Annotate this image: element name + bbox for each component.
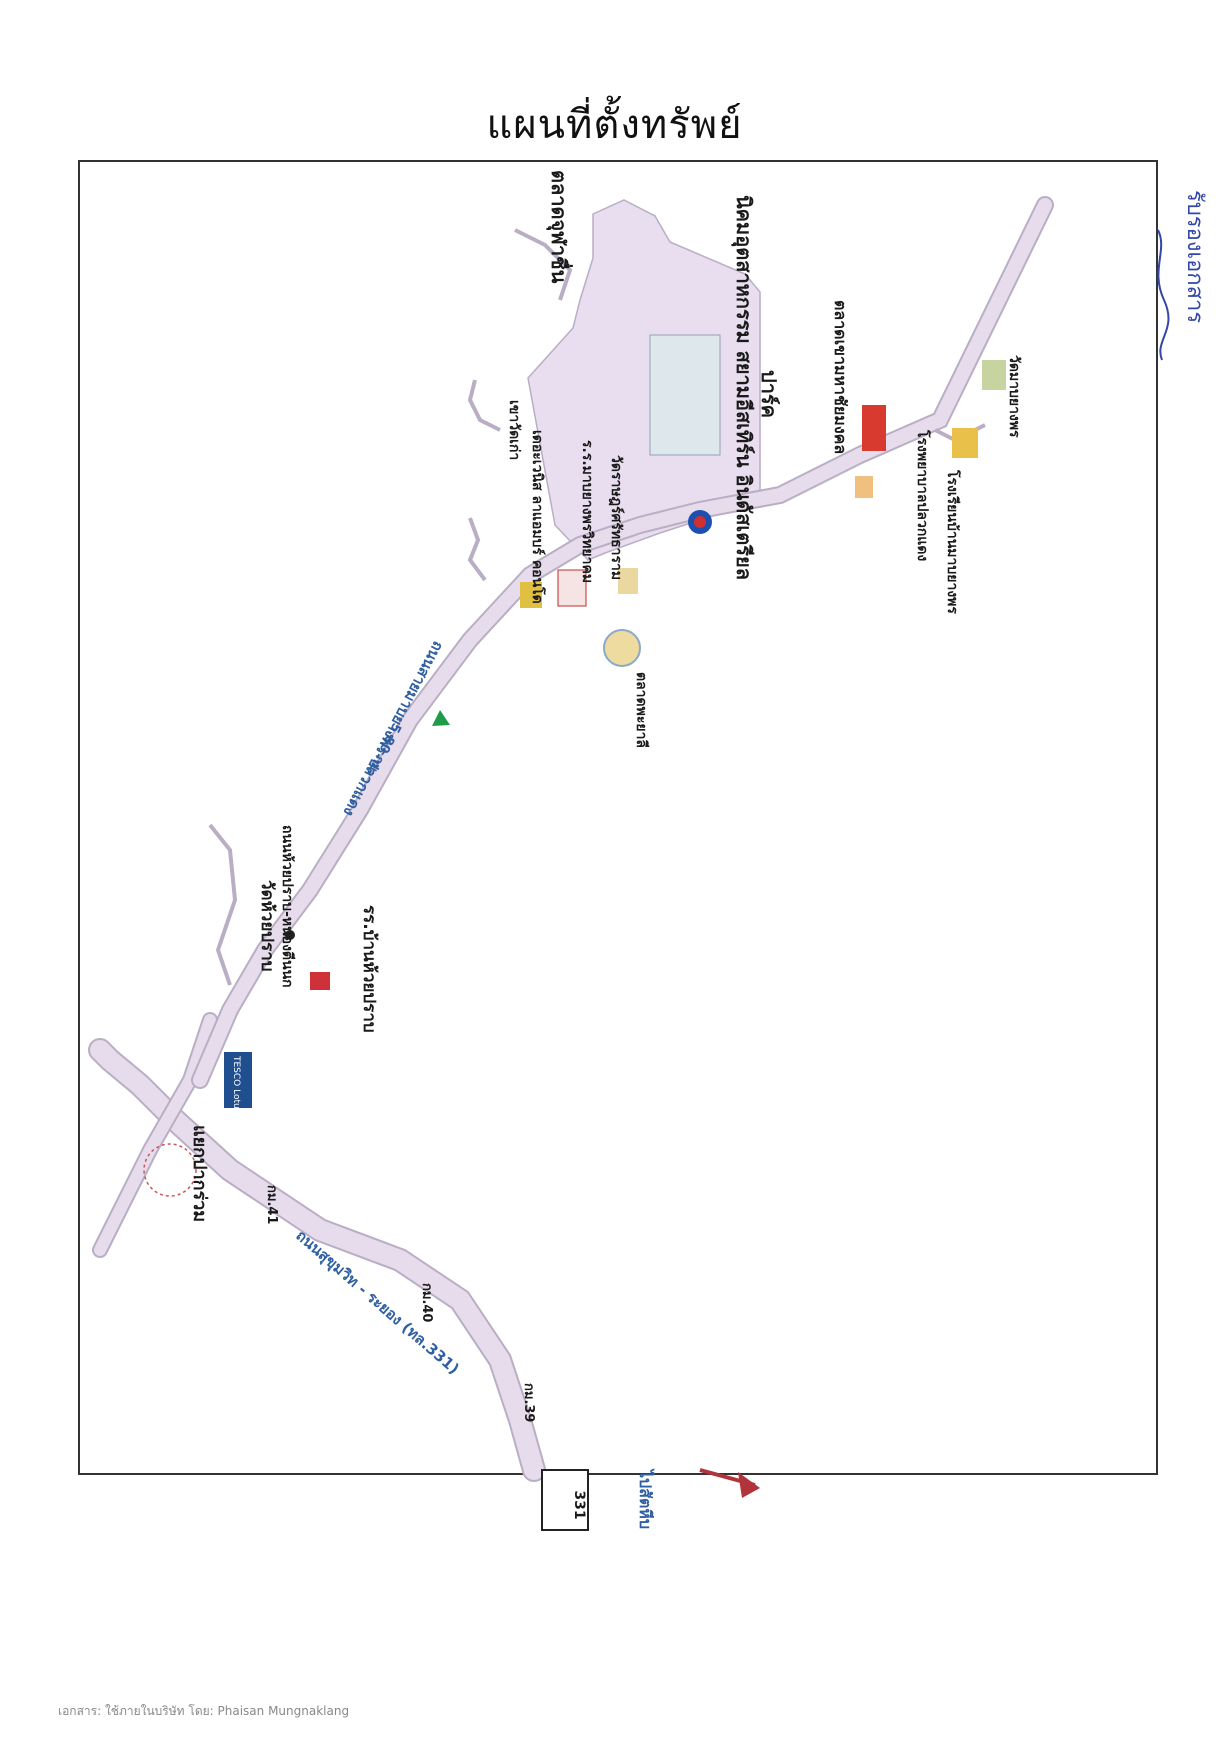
sattahip-arrow-head <box>738 1472 760 1498</box>
side-road-north <box>467 517 487 582</box>
label-wat-huai-prab: วัดห้วยปราบ <box>257 880 277 972</box>
signature-stamp: รับรองเอกสาร <box>1157 190 1207 361</box>
side-road-talad <box>514 228 573 301</box>
temple-icon <box>982 360 1006 390</box>
side-road-huai-prab <box>208 823 238 986</box>
the-venice-icon <box>520 582 542 608</box>
route-331-text: 331 <box>571 1490 587 1519</box>
label-the-venice: เดอะเวนิส ลาแอมบร์ คอนโด <box>529 430 547 604</box>
footer-text: เอกสาร: ใช้ภายในบริษัท โดย: Phaisan Mung… <box>58 1704 350 1718</box>
highway-road-fill <box>90 1040 544 1480</box>
junction-circle <box>143 1143 197 1197</box>
label-school-maha-wittayakom: ร.ร.มาบยางพรวิทยาคม <box>579 440 595 583</box>
signature-text: รับรองเอกสาร <box>1182 190 1207 323</box>
label-hospital: โรงพยาบาลปลวกแดง <box>914 429 932 561</box>
school-icon <box>557 569 587 607</box>
fuel-icon-inner <box>694 516 706 528</box>
label-khao-chao-kao: เขาวัดเก่า <box>506 400 522 460</box>
label-lotus: ตลาดพะยาลี <box>633 672 649 748</box>
school-ban-huai-prab-icon <box>310 972 330 990</box>
estate-logo-image <box>649 334 721 456</box>
label-road-huai-prab: ถนนห้วยปราบ-หนองตีนนก <box>279 825 295 988</box>
school-ban-mab-yang-icon <box>952 428 978 458</box>
tesco-logo <box>224 1052 252 1108</box>
label-tesco: TESCO Lotus <box>231 1055 241 1114</box>
estate-area <box>527 199 761 561</box>
junction-cross-road-fill <box>94 1014 216 1256</box>
label-to-sattahip: ไปสัตหีบ <box>636 1468 655 1529</box>
lotus-icon <box>603 629 641 667</box>
page-title: แผนที่ตั้งทรัพย์ <box>486 102 743 148</box>
hospital-icon <box>855 476 873 498</box>
route-331-sign <box>541 1469 589 1531</box>
label-km41: กม.41 <box>264 1185 279 1224</box>
main-road-fill <box>193 198 1052 1087</box>
label-wat-pracha: วัดราษฎร์ศรัทธาราม <box>608 455 625 580</box>
label-estate: นิคมอุตสาหกรรม สยามอีสเทิร์น อินดัสเตรีย… <box>731 195 756 580</box>
market-icon <box>862 405 886 451</box>
label-km39: กม.39 <box>521 1383 536 1422</box>
label-school-ban-huai-prab: รร.บ้านห้วยปราบ <box>359 905 379 1033</box>
junction-dot-icon <box>285 930 295 940</box>
label-wat-mab-yang: วัดมาบยางพร <box>1006 355 1022 438</box>
map-frame <box>78 160 1158 1475</box>
label-km40: กม.40 <box>419 1283 434 1322</box>
label-talad-chuchuan: ตลาดจุฬาชื่น <box>546 170 574 284</box>
label-estate-sub: ปาร์ค <box>757 370 781 418</box>
wat-icon <box>618 568 638 594</box>
label-market: ตลาดเขามหาชัยมงคล <box>831 300 850 454</box>
tree-icon <box>432 710 450 726</box>
label-junction: แยกปากร่วม <box>189 1125 210 1222</box>
side-road-estate-west <box>467 379 501 432</box>
label-school-ban-mab-yang: โรงเรียนบ้านมาบยางพร <box>944 469 962 614</box>
